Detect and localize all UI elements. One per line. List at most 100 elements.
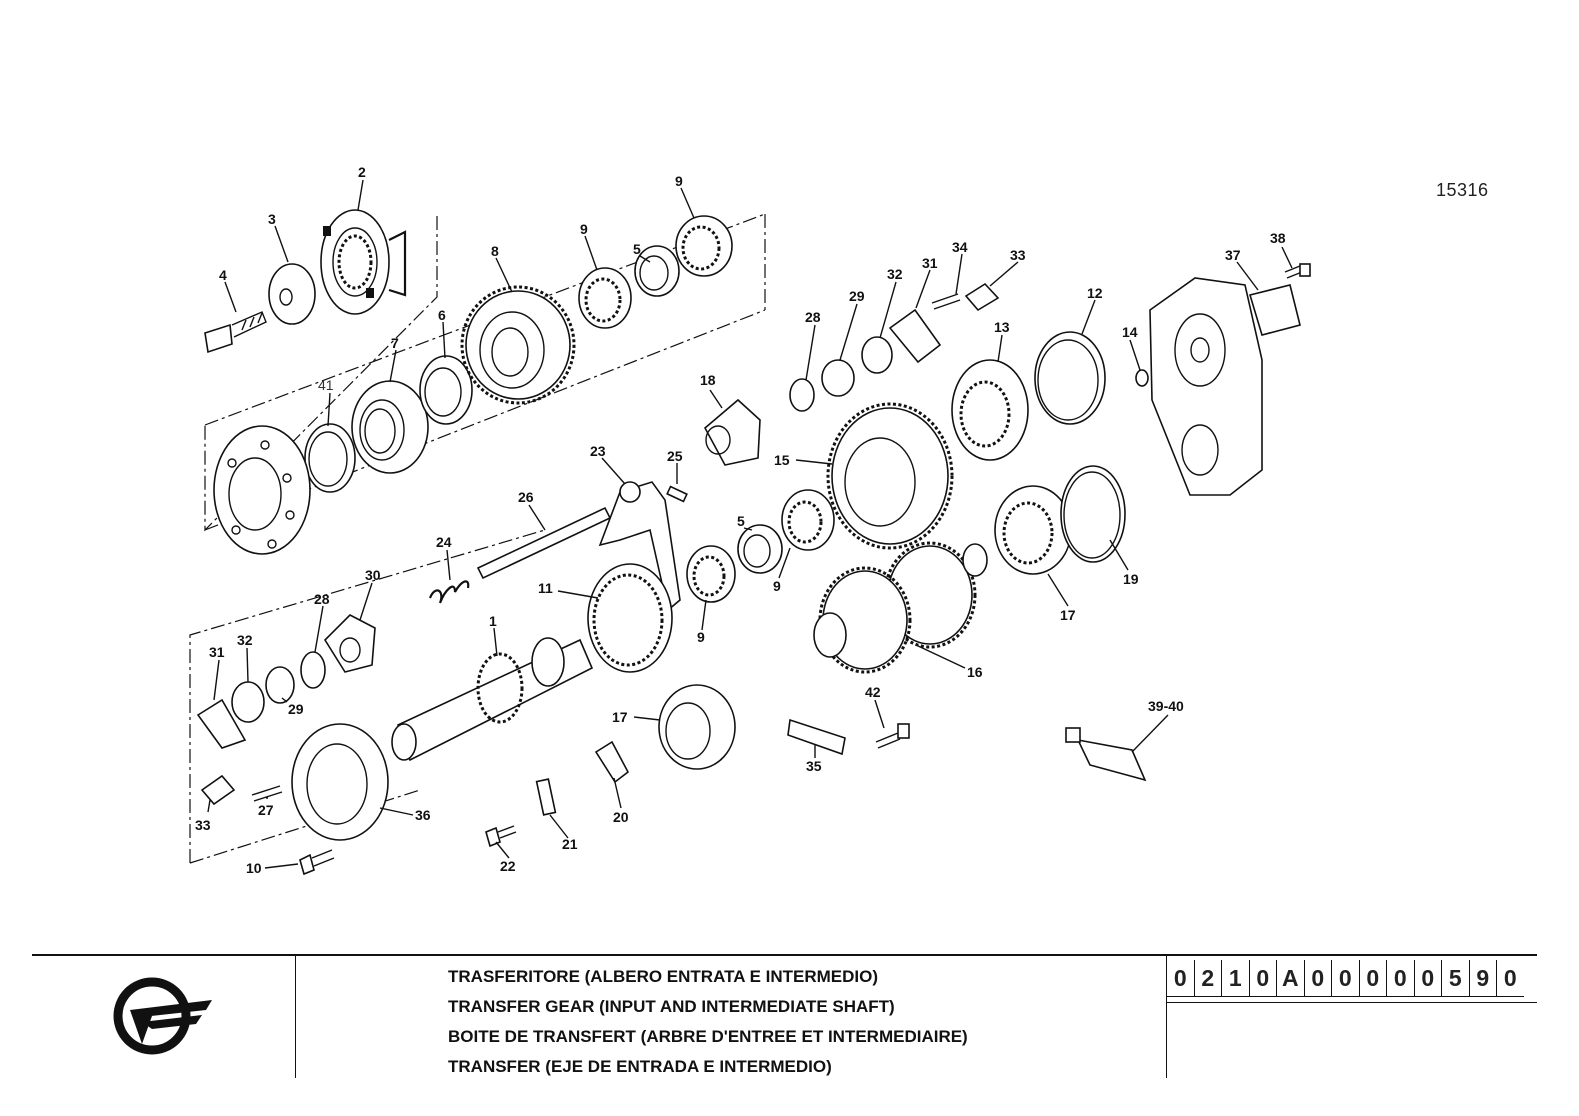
part-32-ring-bottom xyxy=(231,681,265,723)
part-housing xyxy=(1149,277,1263,496)
callout-34: 34 xyxy=(952,239,968,255)
part-38-bolt xyxy=(1284,263,1311,279)
callout-30: 30 xyxy=(365,567,381,583)
callout-32: 32 xyxy=(887,266,903,282)
callout-33: 33 xyxy=(1010,247,1026,263)
callout-1: 1 xyxy=(489,613,497,629)
part-31-plate-bottom xyxy=(196,698,247,749)
callout-3: 3 xyxy=(268,211,276,227)
callout-18: 18 xyxy=(700,372,716,388)
part-flange-plate xyxy=(213,425,311,555)
part-7-bearing xyxy=(351,380,429,474)
part-9-bearing-mid-b xyxy=(781,489,835,551)
callout-14: 14 xyxy=(1122,324,1138,340)
part-27-screw xyxy=(251,785,283,802)
title-block-divider xyxy=(1166,1002,1537,1003)
code-char: 0 xyxy=(1358,960,1386,997)
part-9-bearing-mid-a xyxy=(686,545,736,603)
part-30-cover xyxy=(323,614,376,673)
part-17-bearing-right xyxy=(994,485,1072,575)
part-22-bolt xyxy=(485,825,517,848)
part-36-cover xyxy=(291,723,389,841)
callout-9: 9 xyxy=(697,629,705,645)
code-char: 9 xyxy=(1468,960,1496,997)
code-char: 2 xyxy=(1193,960,1221,997)
callout-37: 37 xyxy=(1225,247,1241,263)
callout-12: 12 xyxy=(1087,285,1103,301)
title-italian: TRASFERITORE (ALBERO ENTRATA E INTERMEDI… xyxy=(448,967,879,986)
part-13-bearing xyxy=(951,359,1029,461)
title-french: BOITE DE TRANSFERT (ARBRE D'ENTREE ET IN… xyxy=(448,1027,968,1046)
title-block-divider xyxy=(295,954,296,1078)
part-5-spacer-mid xyxy=(737,524,783,574)
part-14-circlip xyxy=(1135,369,1149,387)
callout-15: 15 xyxy=(774,452,790,468)
callout-26: 26 xyxy=(518,489,534,505)
part-31-plate-right xyxy=(888,308,942,364)
part-23-fork xyxy=(598,481,681,612)
part-16-cluster-gear xyxy=(813,541,988,674)
code-char: 5 xyxy=(1441,960,1469,997)
part-17-bearing-bottom xyxy=(658,684,736,770)
callout-29: 29 xyxy=(849,288,865,304)
callout-5: 5 xyxy=(633,241,641,257)
callout-36: 36 xyxy=(415,807,431,823)
code-char: 0 xyxy=(1413,960,1441,997)
code-char: A xyxy=(1276,960,1304,997)
part-34-screw xyxy=(931,293,961,310)
part-29-bush-bottom xyxy=(265,666,295,704)
part-2-flange xyxy=(320,209,407,315)
part-19-oring xyxy=(1060,465,1126,563)
part-9-bearing-top-b xyxy=(675,215,733,277)
code-char: 0 xyxy=(1303,960,1331,997)
code-char: 0 xyxy=(1386,960,1414,997)
part-1-input-shaft xyxy=(391,637,594,762)
part-8-gear xyxy=(460,285,576,405)
callout-9: 9 xyxy=(773,578,781,594)
part-3940-tube xyxy=(1065,727,1147,782)
part-18-cover xyxy=(703,398,761,466)
part-28-oring-right xyxy=(789,378,815,412)
callout-22: 22 xyxy=(500,858,516,874)
callout-9: 9 xyxy=(580,221,588,237)
callout-11: 11 xyxy=(538,580,553,596)
part-26-rod xyxy=(476,506,612,580)
part-title-list: TRASFERITORE (ALBERO ENTRATA E INTERMEDI… xyxy=(448,962,968,1082)
callout-28: 28 xyxy=(805,309,821,325)
callout-7: 7 xyxy=(391,335,399,351)
callout-21: 21 xyxy=(562,836,578,852)
part-24-spring xyxy=(428,580,470,604)
callout-38: 38 xyxy=(1270,230,1286,246)
callout-24: 24 xyxy=(436,534,452,550)
title-english: TRANSFER GEAR (INPUT AND INTERMEDIATE SH… xyxy=(448,997,895,1016)
code-char: 0 xyxy=(1331,960,1359,997)
callout-4: 4 xyxy=(219,267,227,283)
code-char: 0 xyxy=(1496,960,1524,997)
callout-39-40: 39-40 xyxy=(1148,698,1184,714)
callout-6: 6 xyxy=(438,307,446,323)
title-spanish: TRANSFER (EJE DE ENTRADA E INTERMEDIO) xyxy=(448,1057,832,1076)
callout-17: 17 xyxy=(612,709,628,725)
callout-13: 13 xyxy=(994,319,1010,335)
callout-17: 17 xyxy=(1060,607,1076,623)
part-3-washer xyxy=(268,263,316,325)
title-block-divider xyxy=(1166,954,1167,1078)
callout-31: 31 xyxy=(209,644,225,660)
part-4-bolt xyxy=(204,311,267,354)
part-42-bolt xyxy=(875,723,910,749)
title-block-border xyxy=(32,954,1537,956)
callout-41: 41 xyxy=(318,377,334,393)
callout-8: 8 xyxy=(491,243,499,259)
part-37-bracket xyxy=(1248,284,1301,336)
part-20-plate xyxy=(594,740,630,784)
part-28-oring-bottom xyxy=(300,651,326,689)
callout-19: 19 xyxy=(1123,571,1139,587)
callout-35: 35 xyxy=(806,758,822,774)
part-21-key xyxy=(535,778,557,816)
callout-2: 2 xyxy=(358,164,366,180)
drawing-number: 15316 xyxy=(1436,180,1489,200)
code-char: 1 xyxy=(1221,960,1249,997)
callout-28: 28 xyxy=(314,591,330,607)
callout-10: 10 xyxy=(246,860,262,876)
part-12-ring xyxy=(1034,331,1106,425)
